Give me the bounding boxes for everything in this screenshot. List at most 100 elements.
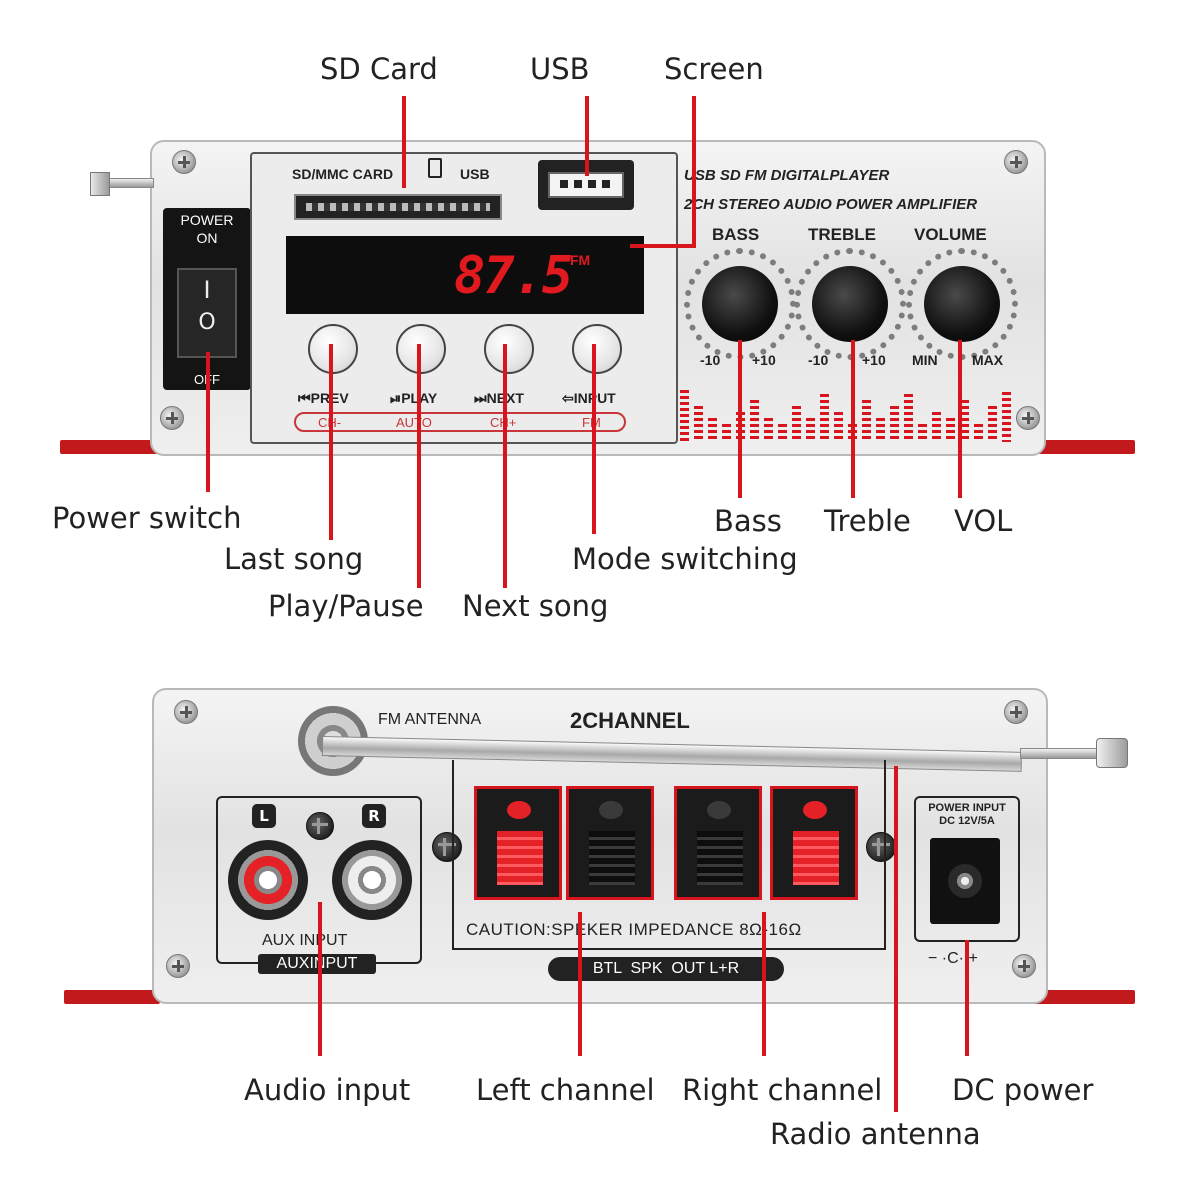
fm-antenna-label: FM ANTENNA [378, 711, 482, 728]
screw-icon [306, 812, 334, 840]
rear-right-mounting-foot [1030, 990, 1135, 1004]
rear-left-mounting-foot [64, 990, 160, 1004]
left-channel-negative-terminal[interactable] [566, 786, 654, 900]
screw-icon [1016, 406, 1040, 430]
callout-sd-card: SD Card [320, 52, 438, 86]
callout-line [329, 344, 333, 540]
play-pause-button[interactable] [396, 324, 446, 374]
rca-jack-left[interactable] [228, 840, 308, 920]
callout-line [402, 96, 406, 188]
screw-icon [1004, 700, 1028, 724]
left-channel-positive-terminal[interactable] [474, 786, 562, 900]
callout-line [503, 344, 507, 588]
volume-knob[interactable] [924, 266, 1000, 342]
right-badge: R [362, 804, 386, 828]
treble-knob[interactable] [812, 266, 888, 342]
aux-input-label: AUX INPUT [262, 932, 348, 949]
callout-line [630, 244, 696, 248]
callout-line [592, 344, 596, 534]
play-label: ⏯PLAY [390, 390, 438, 406]
callout-line [738, 340, 742, 498]
callout-line [318, 902, 322, 1056]
volume-knob-label: VOLUME [914, 225, 987, 244]
screw-icon [172, 150, 196, 174]
btl-output-badge: BTL SPK OUT L+R [548, 957, 784, 981]
volume-min-label: MIN [912, 352, 938, 368]
bass-min-label: -10 [700, 352, 721, 368]
bass-max-label: +10 [752, 352, 776, 368]
callout-left-channel: Left channel [476, 1073, 655, 1107]
callout-right-channel: Right channel [682, 1073, 883, 1107]
input-mode-button[interactable] [572, 324, 622, 374]
front-right-mounting-foot [1030, 440, 1135, 454]
power-off-symbol: O [198, 310, 216, 335]
callout-line [958, 340, 962, 498]
callout-line [894, 766, 898, 1112]
screw-icon [432, 832, 462, 862]
callout-line [206, 352, 210, 492]
callout-line [762, 912, 766, 1056]
next-button[interactable] [484, 324, 534, 374]
power-switch[interactable]: I O [177, 268, 237, 358]
callout-audio-input: Audio input [244, 1073, 411, 1107]
callout-treble: Treble [824, 504, 911, 538]
channel-title: 2CHANNEL [570, 708, 690, 733]
right-channel-negative-terminal[interactable] [674, 786, 762, 900]
sd-card-icon [428, 158, 442, 178]
lcd-screen: 87.5 FM [286, 236, 644, 314]
display-frequency: 87.5 [454, 246, 573, 306]
antenna-tip-cap [90, 172, 110, 196]
callout-screen: Screen [664, 52, 764, 86]
volume-knob-scale [906, 248, 1018, 360]
panel-title-line2: 2CH STEREO AUDIO POWER AMPLIFIER [684, 196, 978, 213]
sd-slot-label: SD/MMC CARD [292, 166, 394, 182]
right-channel-positive-terminal[interactable] [770, 786, 858, 900]
speaker-terminal-frame [452, 760, 886, 950]
speaker-caution-text: CAUTION:SPEKER IMPEDANCE 8Ω-16Ω [466, 920, 802, 939]
aux-input-badge: AUXINPUT [258, 954, 376, 974]
callout-radio-antenna: Radio antenna [770, 1117, 981, 1151]
callout-power-switch: Power switch [52, 501, 242, 535]
input-sublabel: FM [582, 415, 601, 430]
callout-dc-power: DC power [952, 1073, 1094, 1107]
bass-knob[interactable] [702, 266, 778, 342]
prev-button[interactable] [308, 324, 358, 374]
callout-vol: VOL [954, 504, 1013, 538]
telescopic-antenna-cap [1096, 738, 1128, 768]
callout-line [851, 340, 855, 498]
panel-title-line1: USB SD FM DIGITALPLAYER [684, 167, 890, 184]
callout-line [965, 940, 969, 1056]
polarity-symbol: − ·C· + [928, 950, 978, 967]
callout-bass: Bass [714, 504, 782, 538]
callout-line [585, 96, 589, 176]
screw-icon [1012, 954, 1036, 978]
next-label: ⏭NEXT [474, 390, 524, 406]
left-badge: L [252, 804, 276, 828]
callout-last-song: Last song [224, 542, 364, 576]
play-sublabel: AUTO [396, 415, 432, 430]
sd-card-slot[interactable] [294, 194, 502, 220]
prev-label: ⏮PREV [298, 390, 349, 406]
callout-line [578, 912, 582, 1056]
treble-max-label: +10 [862, 352, 886, 368]
callout-next-song: Next song [462, 589, 609, 623]
volume-max-label: MAX [972, 352, 1004, 368]
treble-knob-label: TREBLE [808, 225, 876, 244]
screw-icon [1004, 150, 1028, 174]
screw-icon [174, 700, 198, 724]
front-left-mounting-foot [60, 440, 160, 454]
treble-knob-scale [794, 248, 906, 360]
rca-jack-right[interactable] [332, 840, 412, 920]
callout-line [417, 344, 421, 588]
callout-line [692, 96, 696, 248]
screw-icon [160, 406, 184, 430]
display-band: FM [570, 252, 591, 268]
screw-icon [166, 954, 190, 978]
treble-min-label: -10 [808, 352, 829, 368]
input-label: ⇦INPUT [562, 390, 616, 406]
dc-power-jack[interactable] [930, 838, 1000, 924]
callout-mode-switching: Mode switching [572, 542, 798, 576]
button-sublabel-frame [294, 412, 626, 432]
callout-play-pause: Play/Pause [268, 589, 424, 623]
power-input-label: POWER INPUT DC 12V/5A [928, 802, 1006, 828]
